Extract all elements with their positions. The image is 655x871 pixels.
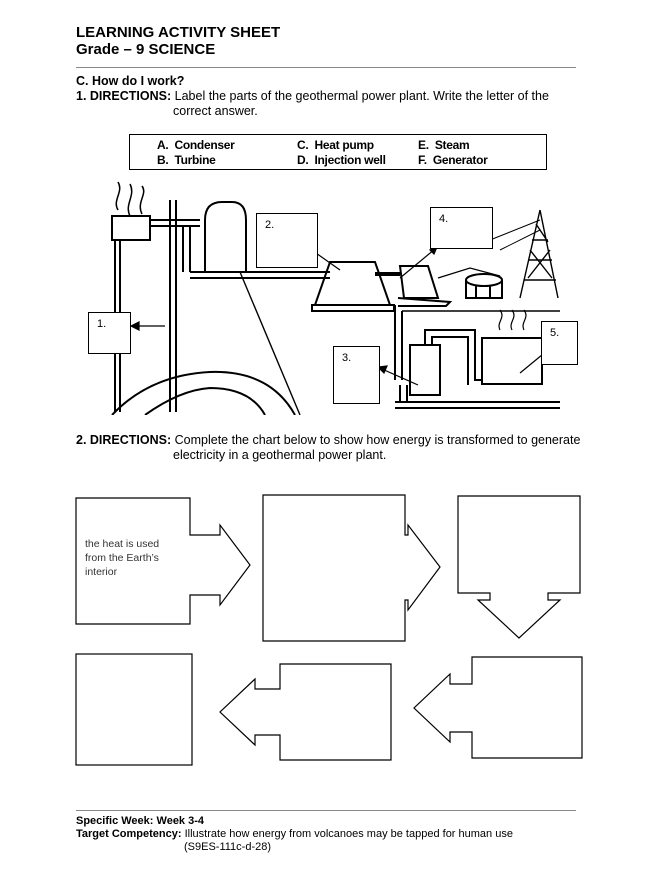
choice-e: E. Steam — [418, 138, 470, 152]
flow-box-3 — [457, 495, 581, 639]
week-label: Specific Week: — [76, 815, 154, 827]
label-box-3[interactable]: 3. — [333, 346, 380, 404]
reservoir-arc — [111, 370, 296, 415]
competency-value: Illustrate how energy from volcanoes may… — [184, 828, 513, 840]
flow-box-1 — [75, 497, 251, 625]
competency-label: Target Competency: — [76, 828, 182, 840]
activity1-directions-text2: correct answer. — [173, 104, 258, 118]
pipe-vertical-2 — [169, 200, 177, 412]
choice-text: Steam — [434, 138, 470, 152]
activity2-directions: 2. DIRECTIONS: Complete the chart below … — [76, 433, 586, 463]
choice-letter: E. — [418, 138, 429, 152]
geothermal-plant-diagram — [111, 181, 560, 415]
choice-letter: F. — [418, 153, 427, 167]
flow-text-line: from the Earth’s — [85, 552, 159, 564]
choice-letter: A. — [157, 138, 169, 152]
choice-f: F. Generator — [418, 153, 488, 167]
separator-tank — [204, 201, 247, 273]
activity2-directions-label: 2. DIRECTIONS: — [76, 433, 172, 447]
choice-c: C. Heat pump — [297, 138, 374, 152]
week-value: Week 3-4 — [156, 815, 205, 827]
sheet-title: LEARNING ACTIVITY SHEET Grade – 9 SCIENC… — [76, 24, 280, 58]
label-box-4[interactable]: 4. — [430, 207, 493, 249]
flow-box-6 — [75, 653, 193, 766]
energy-flow-chart — [75, 494, 583, 766]
transformer-top — [465, 273, 503, 287]
activity2-directions-text2: electricity in a geothermal power plant. — [173, 448, 387, 462]
turbine-shape — [313, 261, 392, 306]
label-number: 3. — [342, 352, 352, 364]
header-divider — [76, 67, 576, 68]
choices-box: A. Condenser B. Turbine C. Heat pump D. … — [129, 134, 547, 170]
wellhead-cap — [111, 215, 151, 241]
cooling-tower-box — [481, 337, 543, 385]
activity1-directions: 1. DIRECTIONS: Label the parts of the ge… — [76, 89, 586, 119]
competency-code: (S9ES-111c-d-28) — [184, 841, 272, 853]
choice-a: A. Condenser — [157, 138, 235, 152]
flow-text-line: the heat is used — [85, 538, 160, 550]
choice-text: Heat pump — [314, 138, 374, 152]
activity1-directions-label: 1. DIRECTIONS: — [76, 89, 172, 103]
generator-shape — [398, 265, 440, 299]
steam-plume-right — [498, 309, 527, 331]
title-line-2: Grade – 9 SCIENCE — [76, 41, 216, 58]
choice-letter: D. — [297, 153, 309, 167]
choice-text: Condenser — [174, 138, 235, 152]
activity2-directions-text: Complete the chart below to show how ene… — [174, 433, 581, 447]
label-number: 2. — [265, 219, 275, 231]
transmission-tower — [519, 209, 559, 299]
specific-week: Specific Week: Week 3-4 — [76, 815, 513, 828]
choice-text: Injection well — [314, 153, 386, 167]
title-line-1: LEARNING ACTIVITY SHEET — [76, 24, 281, 41]
flow-box-2 — [262, 494, 441, 642]
flow-box-4 — [413, 656, 583, 759]
pipe-to-turbine — [190, 271, 330, 279]
steam-plume-left — [115, 181, 145, 217]
label-number: 1. — [97, 318, 107, 330]
target-competency: Target Competency: Illustrate how energy… — [76, 828, 513, 841]
label-box-2[interactable]: 2. — [256, 213, 318, 268]
condenser-shape — [409, 344, 441, 396]
label-number: 4. — [439, 213, 449, 225]
footer-divider — [76, 810, 576, 811]
pipe-horizontal-top — [150, 219, 200, 227]
choice-letter: C. — [297, 138, 309, 152]
footer: Specific Week: Week 3-4 Target Competenc… — [76, 815, 513, 854]
label-number: 5. — [550, 327, 560, 339]
section-heading: C. How do I work? — [76, 74, 185, 88]
choice-letter: B. — [157, 153, 169, 167]
flow-text-line: interior — [85, 566, 118, 578]
label-box-5[interactable]: 5. — [541, 321, 578, 365]
flow-box-5 — [219, 663, 392, 761]
choice-text: Generator — [432, 153, 488, 167]
choice-b: B. Turbine — [157, 153, 216, 167]
choice-d: D. Injection well — [297, 153, 386, 167]
choice-text: Turbine — [174, 153, 216, 167]
flow-box-1-text: the heat is used from the Earth’s interi… — [85, 537, 159, 579]
label-box-1[interactable]: 1. — [88, 312, 131, 354]
activity1-directions-text: Label the parts of the geothermal power … — [174, 89, 549, 103]
